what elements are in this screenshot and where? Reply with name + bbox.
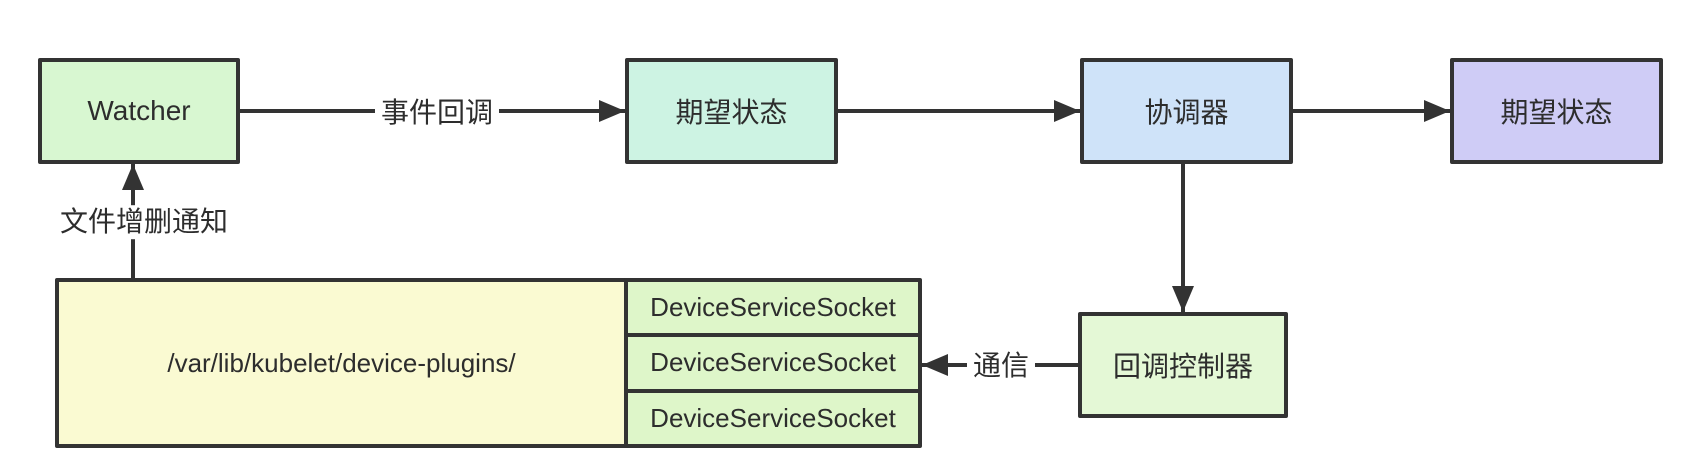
node-watcher: Watcher	[38, 58, 240, 164]
node-callback-controller: 回调控制器	[1078, 312, 1288, 418]
edge-communication-arrowhead	[922, 354, 948, 376]
node-callback-controller-label: 回调控制器	[1112, 351, 1253, 382]
node-coordinator-label: 协调器	[1144, 97, 1229, 128]
node-desired-state-left: 期望状态	[625, 58, 838, 164]
node-coordinator: 协调器	[1080, 58, 1293, 164]
node-device-service-socket-2: DeviceServiceSocket	[624, 333, 922, 393]
node-device-service-socket-1-label: DeviceServiceSocket	[650, 292, 896, 323]
node-device-service-socket-3-label: DeviceServiceSocket	[650, 402, 896, 433]
node-watcher-label: Watcher	[87, 95, 191, 126]
edge-desired-to-coordinator-arrowhead	[1054, 100, 1080, 122]
node-desired-state-right: 期望状态	[1450, 58, 1663, 164]
edge-coordinator-to-desired-arrowhead	[1424, 100, 1450, 122]
node-device-service-socket-1: DeviceServiceSocket	[624, 278, 922, 338]
edge-coordinator-to-desired-line	[1293, 109, 1450, 113]
edge-event-callback-arrowhead	[599, 100, 625, 122]
edge-coordinator-to-callback-arrowhead	[1172, 286, 1194, 312]
node-device-service-socket-3: DeviceServiceSocket	[624, 388, 922, 448]
node-device-service-socket-2-label: DeviceServiceSocket	[650, 347, 896, 378]
edge-event-callback-label: 事件回调	[374, 96, 500, 130]
edge-communication-label: 通信	[966, 349, 1036, 383]
edge-file-change-notification-label: 文件增删通知	[53, 205, 235, 239]
edge-desired-to-coordinator-line	[838, 109, 1080, 113]
socket-stack: DeviceServiceSocket DeviceServiceSocket …	[624, 278, 922, 448]
edge-file-change-notification-arrowhead	[122, 164, 144, 190]
node-desired-state-left-label: 期望状态	[675, 97, 788, 128]
node-desired-state-right-label: 期望状态	[1500, 97, 1613, 128]
node-plugin-directory-label: /var/lib/kubelet/device-plugins/	[167, 347, 516, 378]
edge-coordinator-to-callback-line	[1181, 164, 1185, 312]
node-plugin-directory: /var/lib/kubelet/device-plugins/	[55, 278, 628, 448]
